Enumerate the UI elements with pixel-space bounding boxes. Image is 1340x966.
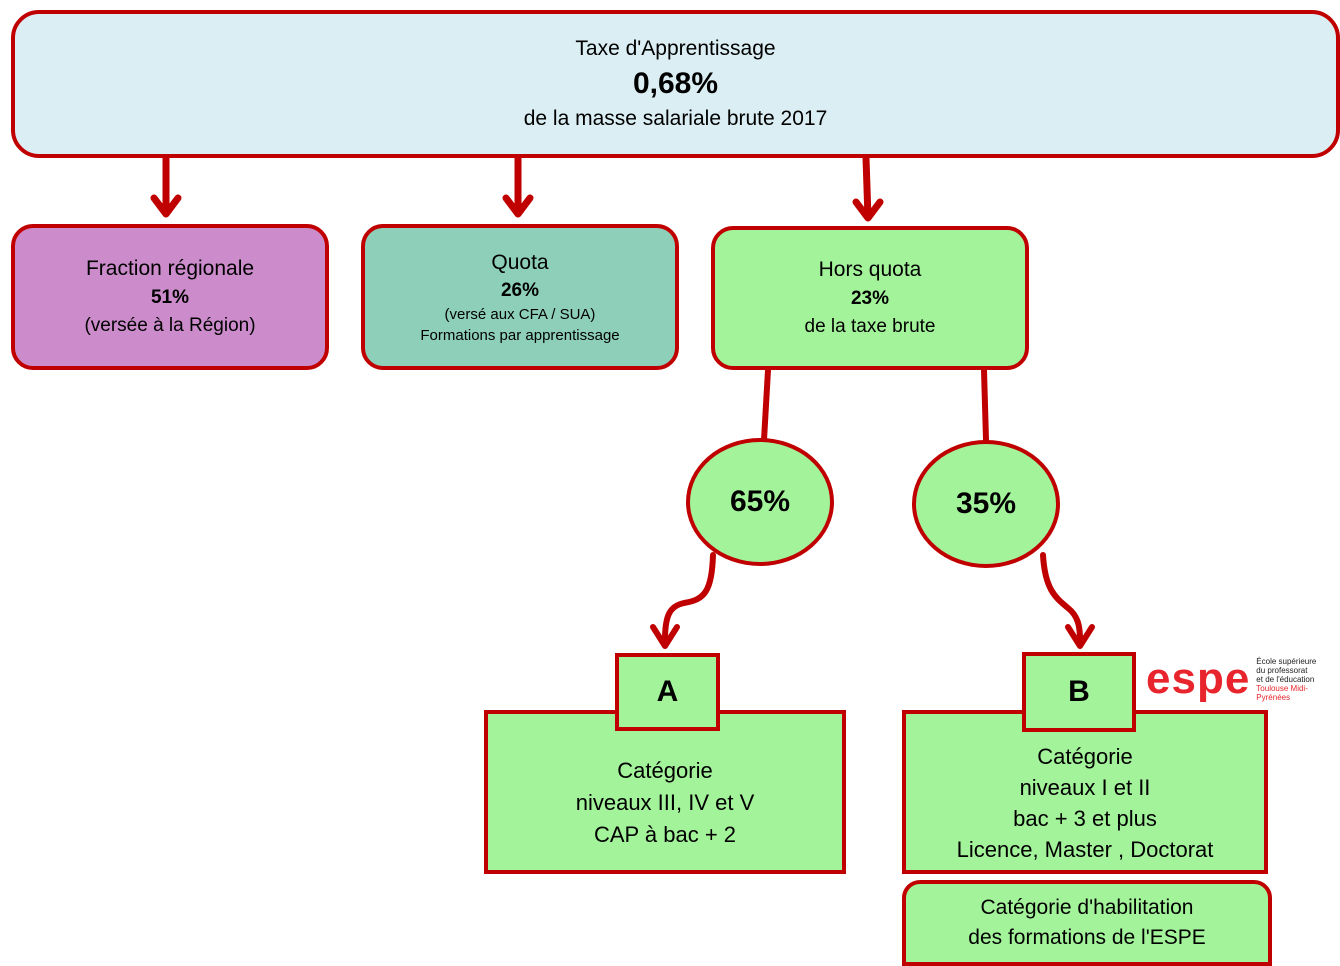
tax-rate: 0,68% [632, 67, 719, 100]
arrow-to-quota [502, 154, 534, 218]
espe-logo-line2: du professorat [1256, 665, 1308, 675]
espe-logo-word: espe [1146, 654, 1251, 703]
split-35-circle: 35% [912, 440, 1060, 568]
regional-title: Fraction régionale [85, 257, 255, 280]
espe-logo-line1: École supérieure [1256, 656, 1317, 666]
quota-rate: 26% [500, 279, 540, 301]
regional-rate: 51% [150, 287, 190, 308]
espe-logo-text: École supérieure du professorat et de l'… [1256, 657, 1340, 702]
quota-box: Quota 26% (versé aux CFA / SUA) Formatio… [361, 224, 679, 370]
category-b-range: bac + 3 et plus [1013, 806, 1157, 831]
habilitation-line2: des formations de l'ESPE [968, 926, 1206, 949]
line-to-65 [761, 367, 771, 443]
quota-note: (versé aux CFA / SUA) [444, 305, 596, 323]
regional-fraction-box: Fraction régionale 51% (versée à la Régi… [11, 224, 329, 370]
hors-quota-rate: 23% [850, 288, 890, 309]
espe-logo-line4: Toulouse Midi-Pyrénées [1256, 683, 1308, 702]
arrow-to-hors-quota [852, 154, 884, 222]
category-b-degrees: Licence, Master , Doctorat [956, 837, 1214, 862]
line-to-35 [981, 367, 989, 443]
category-a-box: Catégorie niveaux III, IV et V CAP à bac… [484, 710, 846, 874]
espe-logo: espe École supérieure du professorat et … [1146, 656, 1340, 702]
arrow-to-cat-a [650, 552, 716, 649]
habilitation-box: Catégorie d'habilitation des formations … [902, 880, 1272, 966]
quota-title: Quota [491, 250, 549, 274]
habilitation-line1: Catégorie d'habilitation [980, 896, 1194, 919]
regional-note: (versée à la Région) [84, 315, 256, 336]
split-65-circle: 65% [686, 438, 834, 566]
arrow-to-regional [150, 154, 182, 218]
hors-quota-title: Hors quota [818, 258, 922, 281]
arrow-to-cat-b [1040, 552, 1095, 649]
hors-quota-note: de la taxe brute [804, 316, 936, 337]
tax-title: Taxe d'Apprentissage [575, 37, 776, 60]
quota-detail: Formations par apprentissage [420, 326, 620, 344]
category-b-label: B [1022, 652, 1136, 732]
espe-logo-line3: et de l'éducation [1256, 674, 1315, 684]
hors-quota-box: Hors quota 23% de la taxe brute [711, 226, 1029, 370]
category-b-levels: niveaux I et II [1019, 775, 1151, 800]
category-a-levels: niveaux III, IV et V [575, 790, 755, 815]
category-b-box: Catégorie niveaux I et II bac + 3 et plu… [902, 710, 1268, 874]
category-a-label: A [615, 653, 720, 731]
category-a-range: CAP à bac + 2 [593, 822, 737, 847]
apprenticeship-tax-box: Taxe d'Apprentissage 0,68% de la masse s… [11, 10, 1340, 158]
category-a-title: Catégorie [617, 758, 713, 783]
tax-basis: de la masse salariale brute 2017 [523, 107, 828, 130]
category-b-title: Catégorie [1037, 744, 1133, 769]
